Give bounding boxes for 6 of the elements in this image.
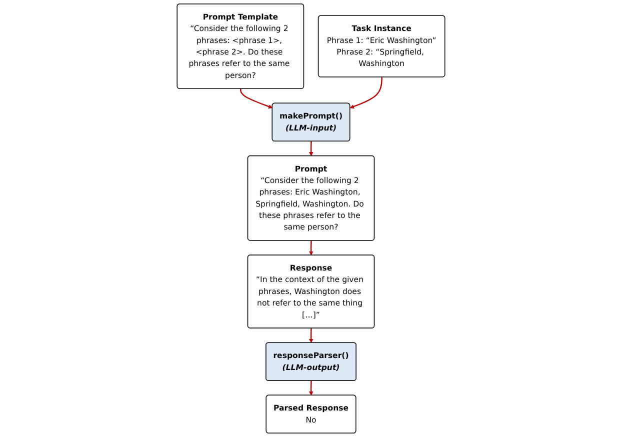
arrow: [308, 141, 314, 156]
arrow: [308, 380, 314, 396]
arrow: [308, 328, 314, 344]
arrow: [240, 88, 273, 109]
arrow: [308, 240, 314, 256]
arrow: [350, 77, 382, 109]
